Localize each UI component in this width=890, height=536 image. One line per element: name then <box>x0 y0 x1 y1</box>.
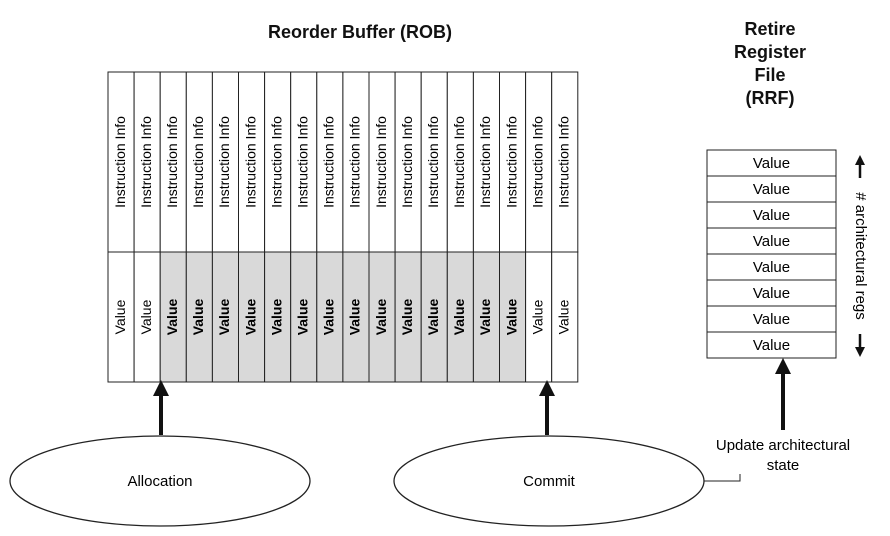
rob-info-cell <box>446 71 474 253</box>
rob-info-cell <box>342 71 370 253</box>
rrf-value-label: Value <box>753 181 790 198</box>
rob-value-label: Value <box>112 299 128 334</box>
rob-value-label: Value <box>164 299 180 336</box>
rob-info-label: Instruction Info <box>503 116 519 208</box>
rob-info-label: Instruction Info <box>321 116 337 208</box>
rob-value-label: Value <box>373 299 389 336</box>
regs-label-bg <box>852 178 870 334</box>
commit-label: Commit <box>523 473 575 490</box>
rob-info-label: Instruction Info <box>268 116 284 208</box>
rrf-cell <box>706 331 837 359</box>
rob-value-cell <box>446 251 474 383</box>
rob-value-label: Value <box>529 299 545 334</box>
rob-info-label: Instruction Info <box>451 116 467 208</box>
update-label-line2: state <box>767 457 800 474</box>
rrf-cell <box>706 227 837 255</box>
rob-value-cell <box>420 251 448 383</box>
rob-info-label: Instruction Info <box>399 116 415 208</box>
update-label-line1: Update architectural <box>716 437 850 454</box>
allocation-ellipse <box>9 435 311 527</box>
rrf-value-label: Value <box>753 311 790 328</box>
rob-value-cell <box>211 251 239 383</box>
rob-info-cell <box>133 71 161 253</box>
rob-value-label: Value <box>242 299 258 336</box>
rob-value-label: Value <box>268 299 284 336</box>
rrf-title-line: File <box>754 65 786 85</box>
rob-value-label: Value <box>477 299 493 336</box>
rob-info-label: Instruction Info <box>555 116 571 208</box>
rob-value-cell <box>316 251 344 383</box>
rob-value-cell <box>525 251 553 383</box>
rrf-value-label: Value <box>753 285 790 302</box>
rob-info-label: Instruction Info <box>216 116 232 208</box>
rrf-title-line: (RRF) <box>745 88 795 108</box>
rob-info-label: Instruction Info <box>347 116 363 208</box>
rob-value-cell <box>238 251 266 383</box>
rob-value-label: Value <box>347 299 363 336</box>
rob-value-label: Value <box>138 299 154 334</box>
rob-info-cell <box>394 71 422 253</box>
rob-value-label: Value <box>399 299 415 336</box>
rob-info-cell <box>316 71 344 253</box>
rob-info-label: Instruction Info <box>112 116 128 208</box>
rrf-value-label: Value <box>753 259 790 276</box>
rob-info-label: Instruction Info <box>294 116 310 208</box>
rob-info-label: Instruction Info <box>477 116 493 208</box>
rrf-value-label: Value <box>753 233 790 250</box>
allocation-label: Allocation <box>127 473 192 490</box>
rob-value-label: Value <box>425 299 441 336</box>
rob-value-label: Value <box>294 299 310 336</box>
rob-info-label: Instruction Info <box>242 116 258 208</box>
rob-value-label: Value <box>451 299 467 336</box>
rob-value-cell <box>107 251 135 383</box>
rob-value-label: Value <box>503 299 519 336</box>
rob-info-label: Instruction Info <box>529 116 545 208</box>
regs-label: # architectural regs <box>852 192 869 320</box>
rob-info-cell <box>264 71 292 253</box>
rrf-cell <box>706 305 837 333</box>
rob-info-cell <box>211 71 239 253</box>
rrf-title-line: Retire <box>744 19 796 39</box>
rob-info-label: Instruction Info <box>190 116 206 208</box>
rrf-title: Retire Register File (RRF) <box>700 18 840 110</box>
rrf-value-label: Value <box>753 207 790 224</box>
rob-value-label: Value <box>321 299 337 336</box>
rob-info-label: Instruction Info <box>138 116 154 208</box>
rob-info-label: Instruction Info <box>164 116 180 208</box>
rob-value-cell <box>342 251 370 383</box>
rob-value-cell <box>185 251 213 383</box>
rob-info-label: Instruction Info <box>425 116 441 208</box>
rob-info-cell <box>159 71 187 253</box>
rrf-cell <box>706 201 837 229</box>
rob-value-label: Value <box>190 299 206 336</box>
rob-value-label: Value <box>216 299 232 336</box>
rob-info-cell <box>420 71 448 253</box>
rrf-title-line: Register <box>733 42 807 62</box>
rrf-value-label: Value <box>753 155 790 172</box>
rob-value-cell <box>551 251 579 383</box>
update-connector <box>704 474 741 482</box>
rob-info-cell <box>238 71 266 253</box>
rrf-value-label: Value <box>753 337 790 354</box>
rob-value-cell <box>472 251 500 383</box>
rob-value-cell <box>394 251 422 383</box>
rob-info-cell <box>525 71 553 253</box>
rob-info-label: Instruction Info <box>373 116 389 208</box>
rob-value-label: Value <box>555 299 571 334</box>
rob-title: Reorder Buffer (ROB) <box>267 22 452 42</box>
rob-info-cell <box>368 71 396 253</box>
